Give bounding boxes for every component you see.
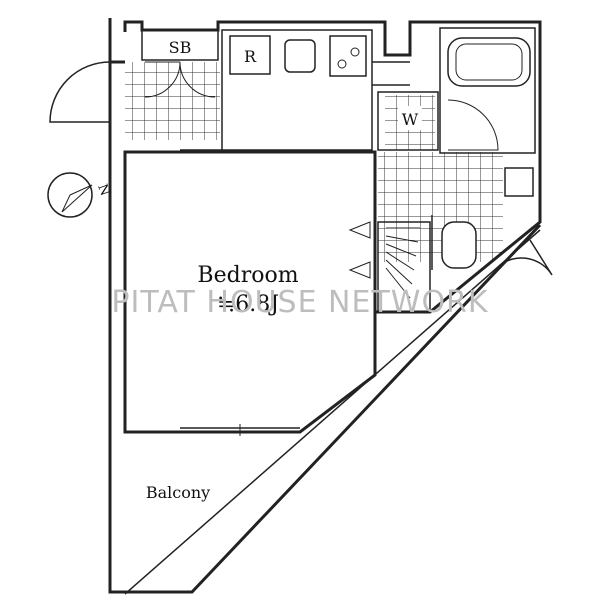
refrigerator-box bbox=[229, 35, 271, 75]
balcony-edge bbox=[124, 229, 541, 595]
washer-label: W bbox=[402, 110, 419, 129]
bedroom-walls bbox=[123, 150, 377, 434]
washer-label-bg bbox=[398, 106, 422, 130]
entrance-tile-floor bbox=[125, 62, 220, 140]
bedroom-label: Bedroom bbox=[197, 263, 298, 288]
washroom-tile-floor bbox=[378, 152, 503, 262]
outer-wall-north-east bbox=[123, 20, 542, 314]
bathtub bbox=[447, 37, 531, 87]
stair-area bbox=[377, 221, 431, 313]
sb-door-swing bbox=[144, 61, 216, 98]
burner-left bbox=[337, 59, 347, 69]
stove bbox=[329, 35, 367, 77]
bathroom bbox=[439, 27, 536, 154]
refrigerator-label: R bbox=[244, 47, 257, 66]
balcony-label: Balcony bbox=[146, 483, 210, 502]
kitchen-block bbox=[221, 29, 373, 151]
vanity-cabinet bbox=[504, 167, 534, 197]
bathroom-door-swing bbox=[447, 99, 499, 151]
watermark: PITAT HOUSE NETWORK bbox=[111, 285, 488, 320]
burner-right bbox=[350, 47, 360, 57]
kitchen-sink bbox=[284, 39, 316, 73]
sb-label: SB bbox=[169, 38, 192, 57]
outer-wall-west-south bbox=[108, 18, 542, 594]
entrance-door-swing bbox=[49, 61, 111, 123]
stair-arrows bbox=[348, 221, 371, 279]
north-arrow-icon: N bbox=[47, 172, 112, 218]
stair-steps bbox=[385, 227, 420, 299]
toilet bbox=[441, 221, 477, 269]
bedroom-size-label: ≒6.8J bbox=[217, 292, 279, 317]
washer-space bbox=[377, 91, 439, 151]
compass-letter: N bbox=[94, 182, 112, 198]
bathtub-inner bbox=[455, 43, 523, 81]
side-door-swing bbox=[499, 239, 553, 276]
shoe-box bbox=[141, 29, 219, 61]
